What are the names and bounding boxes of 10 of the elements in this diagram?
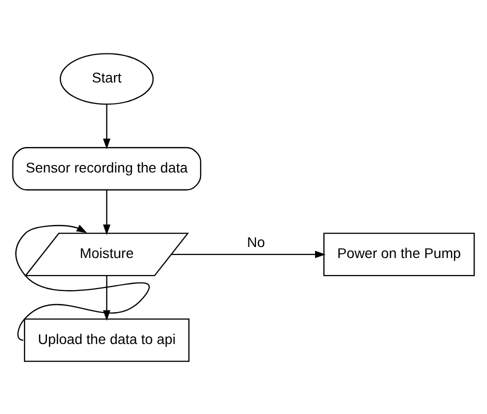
arrow (103, 104, 110, 149)
edge-label: No (246, 233, 265, 250)
arrow (171, 250, 326, 258)
arrow (15, 224, 150, 340)
node-box: Sensor recording the data (12, 146, 202, 190)
arrow (103, 190, 110, 235)
node-box: Power on the Pump (323, 232, 475, 276)
arrow (103, 275, 110, 320)
node-box: Upload the data to api (24, 318, 190, 362)
node-ellipse: Start (60, 52, 154, 104)
